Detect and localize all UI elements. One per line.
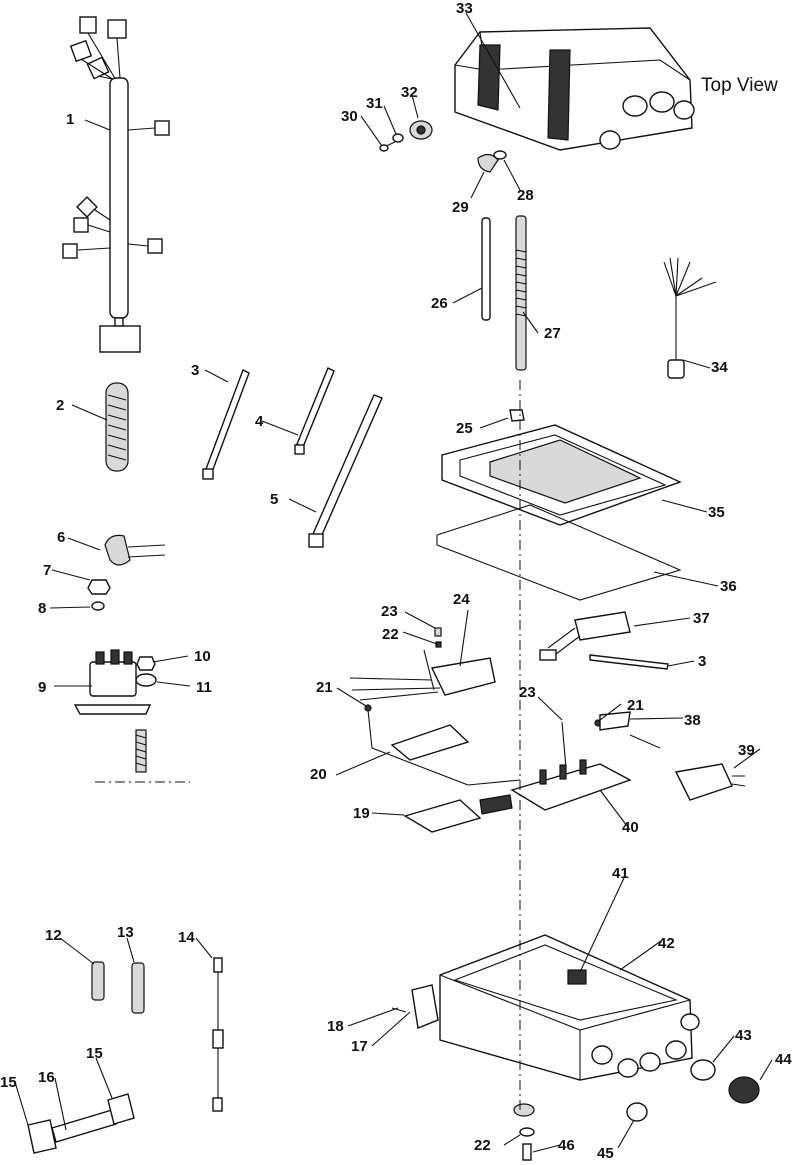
part-1-wiring-harness [62,16,170,353]
parts-6-7-8-connector-cap [87,534,166,611]
parts-26-27-rods [481,215,527,371]
callout-9: 9 [38,679,46,696]
callout-16: 16 [38,1069,55,1086]
callout-22-upper: 22 [382,626,399,643]
callout-41: 41 [612,865,629,882]
callout-11: 11 [196,679,212,696]
top-view-caption: Top View [701,75,778,96]
callout-5: 5 [270,491,278,508]
callout-45: 45 [597,1145,614,1162]
callout-42: 42 [658,935,675,952]
callout-18: 18 [327,1018,344,1035]
callout-20: 20 [310,766,327,783]
callout-25: 25 [456,420,473,437]
callout-6: 6 [57,529,65,546]
callout-33: 33 [456,0,473,17]
callout-26: 26 [431,295,448,312]
callout-36: 36 [720,578,737,595]
callout-2: 2 [56,397,64,414]
callout-29: 29 [452,199,469,216]
callout-23-upper: 23 [381,603,398,620]
callout-21-left: 21 [316,679,333,696]
callout-1: 1 [66,111,74,128]
callout-8: 8 [38,600,46,617]
callout-46: 46 [558,1137,575,1154]
callout-35: 35 [708,504,725,521]
callout-15-left: 15 [0,1074,17,1091]
callout-7: 7 [43,562,51,579]
callout-3-right: 3 [698,653,706,670]
parts-12-13-14-fuses [91,957,224,1112]
part-34-sub-harness [663,257,717,379]
callout-34: 34 [711,359,728,376]
part-37-module [539,611,669,670]
callout-27: 27 [544,325,561,342]
part-42-main-housing [391,934,700,1117]
part-33-top-cover [454,27,695,151]
callout-24: 24 [453,591,470,608]
callout-19: 19 [353,805,370,822]
callout-12: 12 [45,927,62,944]
callout-38: 38 [684,712,701,729]
parts-15-16-fuse-holder [27,1093,135,1154]
callout-13: 13 [117,924,134,941]
callout-43: 43 [735,1027,752,1044]
callout-31: 31 [366,95,383,112]
part-2-loom [105,382,129,472]
parts-28-32-fasteners [379,120,507,173]
callout-44: 44 [775,1051,792,1068]
callout-14: 14 [178,929,195,946]
cable-ties [202,367,383,548]
callout-37: 37 [693,610,710,627]
callout-17: 17 [351,1038,368,1055]
callout-4: 4 [255,413,264,430]
callout-22-lower: 22 [474,1137,491,1154]
callout-32: 32 [401,84,418,101]
parts-9-10-11-solenoid [73,649,190,783]
callout-3: 3 [191,362,199,379]
callout-39: 39 [738,742,755,759]
parts-25-35-36-lid [436,409,682,601]
callout-30: 30 [341,108,358,125]
callout-23-lower: 23 [519,684,536,701]
parts-21-23-38-40-board [510,711,746,811]
callout-28: 28 [517,187,534,204]
parts-43-46-plugs [519,1059,760,1161]
callout-40: 40 [622,819,639,836]
callout-15-right: 15 [86,1045,103,1062]
callout-21-right: 21 [627,697,644,714]
callout-10: 10 [194,648,211,665]
leader-lines [14,12,773,1153]
parts-19-24-electronics [349,627,521,833]
